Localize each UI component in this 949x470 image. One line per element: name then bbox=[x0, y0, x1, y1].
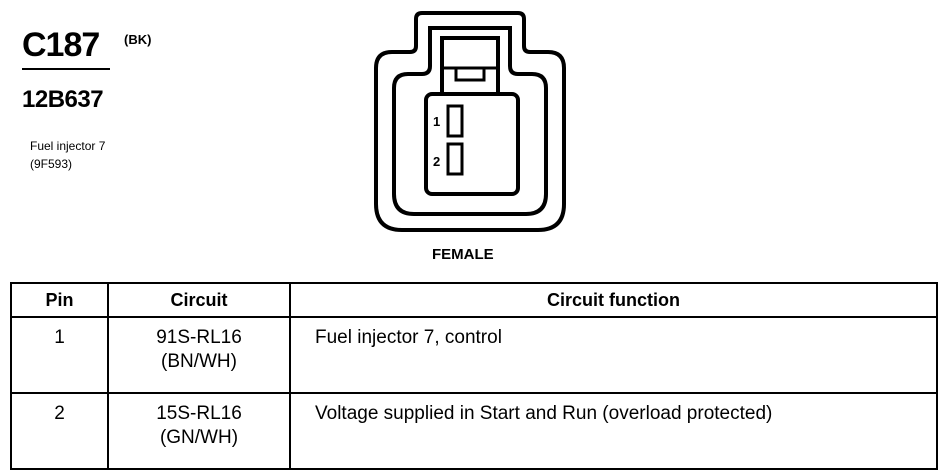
pin-label-1: 1 bbox=[433, 114, 440, 129]
row-circuit-code: 15S-RL16 bbox=[156, 403, 242, 424]
terminal-block bbox=[424, 92, 520, 196]
row-circuit: 15S-RL16 (GN/WH) bbox=[107, 392, 291, 470]
row-function: Fuel injector 7, control bbox=[289, 316, 938, 394]
pinout-table: Pin Circuit Circuit function 1 91S-RL16 … bbox=[10, 282, 938, 470]
row-pin: 2 bbox=[10, 392, 109, 470]
row-circuit-code: 91S-RL16 bbox=[156, 327, 242, 348]
pin-label-2: 2 bbox=[433, 154, 440, 169]
row-circuit-color: (GN/WH) bbox=[159, 427, 239, 448]
part-number: 12B637 bbox=[22, 86, 104, 113]
table-row: 2 15S-RL16 (GN/WH) Voltage supplied in S… bbox=[10, 392, 938, 470]
table-row: 1 91S-RL16 (BN/WH) Fuel injector 7, cont… bbox=[10, 316, 938, 394]
row-function: Voltage supplied in Start and Run (overl… bbox=[289, 392, 938, 470]
pin-cavity-2 bbox=[446, 142, 464, 176]
header-circuit: Circuit bbox=[107, 282, 291, 318]
connector-housing-inner bbox=[392, 26, 548, 216]
gender-label: FEMALE bbox=[432, 246, 494, 263]
connector-face-diagram: 1 2 bbox=[374, 11, 566, 232]
connector-housing-outer bbox=[374, 11, 566, 232]
component-name: Fuel injector 7 bbox=[30, 139, 106, 153]
pin-cavity-1 bbox=[446, 104, 464, 138]
header-circuit-function: Circuit function bbox=[289, 282, 938, 318]
row-pin: 1 bbox=[10, 316, 109, 394]
row-circuit-color: (BN/WH) bbox=[161, 351, 237, 372]
locking-tab-notch bbox=[454, 66, 486, 82]
color-code: (BK) bbox=[124, 32, 152, 47]
locking-tab bbox=[440, 36, 500, 96]
connector-id: C187 bbox=[22, 26, 100, 64]
title-rule bbox=[22, 68, 110, 70]
component-code: (9F593) bbox=[30, 157, 73, 171]
header-pin: Pin bbox=[10, 282, 109, 318]
table-header-row: Pin Circuit Circuit function bbox=[10, 282, 938, 318]
row-circuit: 91S-RL16 (BN/WH) bbox=[107, 316, 291, 394]
